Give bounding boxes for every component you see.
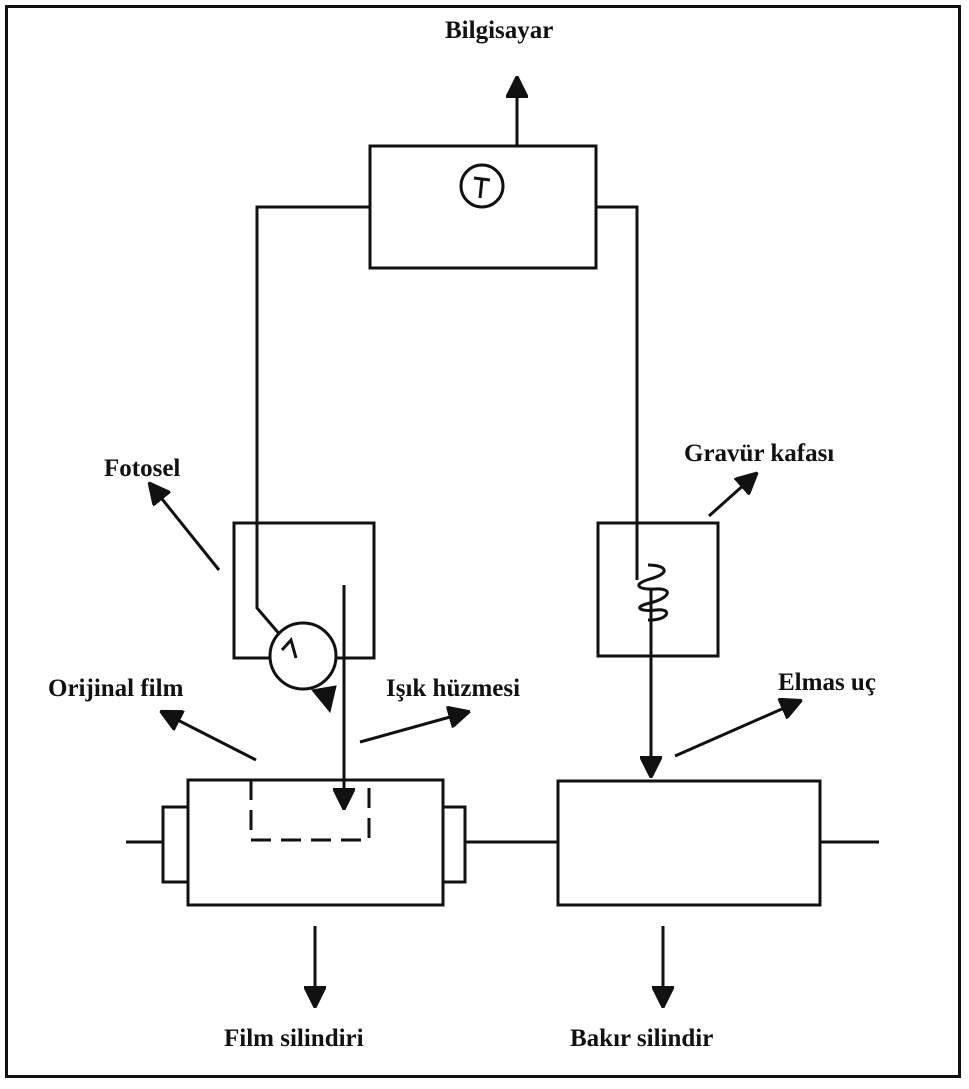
wire-photocell-to-control [255, 205, 370, 637]
film-cylinder-label: Film silindiri [224, 1025, 364, 1052]
photocell-icon [268, 621, 338, 691]
copper-cylinder-label: Bakır silindir [570, 1025, 714, 1052]
arrow-to-elmas-label [674, 701, 800, 758]
engraving-head-box [596, 521, 720, 658]
computer-label: Bilgisayar [445, 17, 554, 44]
film-cylinder [126, 778, 558, 907]
diagram-frame [5, 5, 961, 1078]
coil-icon [637, 563, 669, 622]
light-beam-label: Işık hüzmesi [386, 675, 521, 702]
photocell-lens-mark [311, 685, 337, 714]
meter-gauge-icon [459, 163, 505, 209]
engraving-head-label: Gravür kafası [684, 440, 835, 467]
wire-control-to-head [596, 205, 639, 580]
copper-cylinder [556, 779, 879, 907]
diamond-tip-label: Elmas uç [778, 669, 876, 696]
original-film-dashed [249, 780, 371, 842]
arrow-to-isik-label [359, 712, 468, 744]
arrow-to-fotosel-label [150, 484, 221, 571]
arrow-to-gravur-label [708, 474, 756, 518]
arrow-to-orijinal-label [162, 712, 257, 762]
photocell-label: Fotosel [104, 455, 181, 482]
original-film-label: Orijinal film [48, 675, 184, 702]
